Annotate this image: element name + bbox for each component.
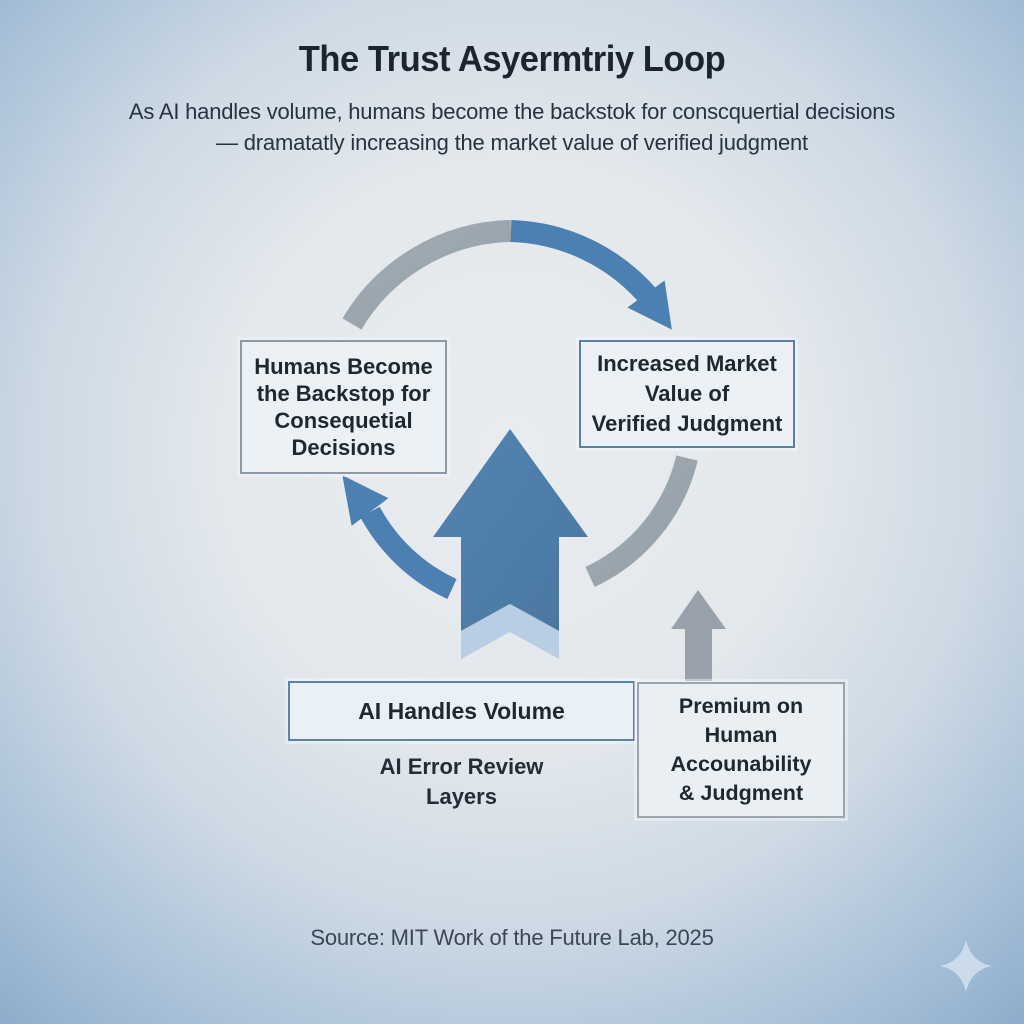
premium-box: Premium on Human Accounability & Judgmen… (637, 682, 845, 818)
ai-error-review-line: AI Error Review (379, 754, 544, 779)
premium-line: Premium on (678, 694, 804, 718)
ai-error-review-line: Layers (426, 784, 497, 809)
market-value-line: Verified Judgment (591, 411, 783, 436)
premium-line: Human (704, 723, 778, 747)
source-caption: Source: MIT Work of the Future Lab, 2025 (310, 925, 714, 950)
premium-line: Accounability (670, 752, 812, 776)
ai-handles-volume-label: AI Handles Volume (358, 697, 565, 724)
subtitle: As AI handles volume, humans become the … (0, 96, 1024, 158)
humans-backstop-line: the Backstop for (256, 381, 431, 406)
ai-handles-volume-box: AI Handles Volume (288, 681, 635, 741)
market-value-box: Increased Market Value of Verified Judgm… (579, 340, 795, 448)
loop-arrowhead-left-icon (342, 475, 389, 526)
subtitle-line-1: As AI handles volume, humans become the … (128, 99, 896, 124)
loop-arrowhead-right-icon (627, 280, 672, 330)
center-up-arrow-chevron-icon (461, 604, 559, 659)
loop-arc-top-right (510, 220, 657, 304)
premium-line: & Judgment (678, 781, 804, 805)
humans-backstop-line: Decisions (291, 435, 396, 460)
center-up-arrow-icon (433, 429, 588, 631)
loop-arc-bottom-right (585, 455, 698, 587)
sparkle-icon (940, 940, 992, 992)
ai-error-review-label: AI Error Review Layers (288, 752, 635, 812)
premium-up-arrow-icon (671, 590, 726, 681)
market-value-line: Value of (644, 381, 730, 406)
humans-backstop-line: Humans Become (254, 354, 433, 379)
page-title: The Trust Asyermtriy Loop (298, 38, 726, 79)
market-value-line: Increased Market (597, 351, 777, 376)
subtitle-line-2: — dramatatly increasing the market value… (216, 130, 808, 155)
humans-backstop-line: Consequetial (274, 408, 413, 433)
loop-arc-top-left (342, 220, 512, 330)
humans-backstop-box: Humans Become the Backstop for Consequet… (240, 340, 447, 474)
loop-arc-bottom-left (360, 506, 457, 599)
